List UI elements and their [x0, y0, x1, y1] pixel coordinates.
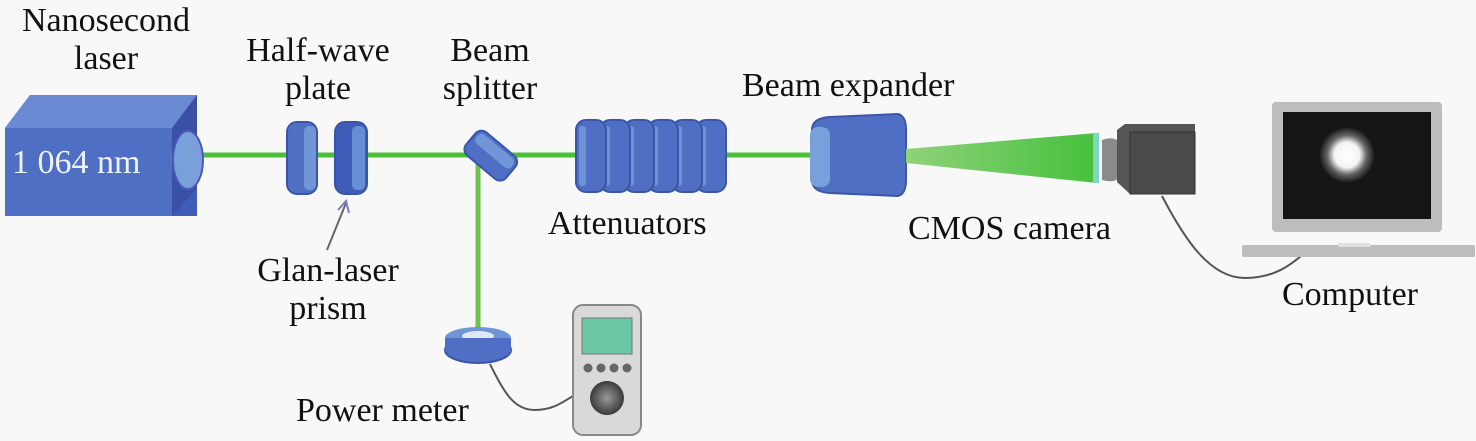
computer-laptop [1242, 102, 1475, 257]
label-glan-prism: Glan-laser prism [228, 252, 428, 328]
label-half-wave-line2: plate [284, 70, 352, 107]
power-meter-device [572, 304, 642, 436]
label-glan-line2: prism [289, 290, 367, 327]
expanded-beam [906, 133, 1097, 183]
glan-laser-prism [334, 121, 368, 195]
meter-cable [489, 363, 576, 412]
label-beam-expander: Beam expander [742, 67, 955, 104]
label-beam-splitter: Beam splitter [420, 32, 560, 108]
label-attenuators: Attenuators [548, 205, 707, 242]
power-meter-sensor [444, 327, 512, 364]
label-half-wave-line1: Half-wave [246, 32, 390, 69]
beam-aperture [1093, 133, 1099, 183]
attenuators [575, 119, 727, 193]
prism-pointer-arrow [326, 198, 350, 251]
label-computer: Computer [1282, 276, 1418, 313]
cmos-camera [1102, 124, 1196, 195]
label-glan-line1: Glan-laser [257, 252, 399, 289]
label-half-wave-plate: Half-wave plate [218, 32, 418, 108]
label-laser-line1: Nanosecond [21, 2, 191, 39]
label-beam-splitter-line1: Beam [450, 32, 530, 69]
beam-spot-display [1319, 127, 1375, 183]
beam-expander [810, 112, 907, 198]
half-wave-plate [286, 121, 318, 195]
camera-cable [1161, 195, 1307, 280]
label-beam-splitter-line2: splitter [442, 70, 538, 107]
label-power-meter: Power meter [296, 392, 469, 429]
attenuator-disc-highlight [579, 126, 586, 186]
label-laser-line2: laser [73, 40, 139, 77]
label-cmos-camera: CMOS camera [908, 210, 1112, 247]
laser-wavelength: 1 064 nm [12, 144, 141, 181]
beam-splitter [463, 129, 519, 182]
label-laser: Nanosecond laser [0, 2, 212, 78]
nanosecond-laser [5, 95, 204, 216]
